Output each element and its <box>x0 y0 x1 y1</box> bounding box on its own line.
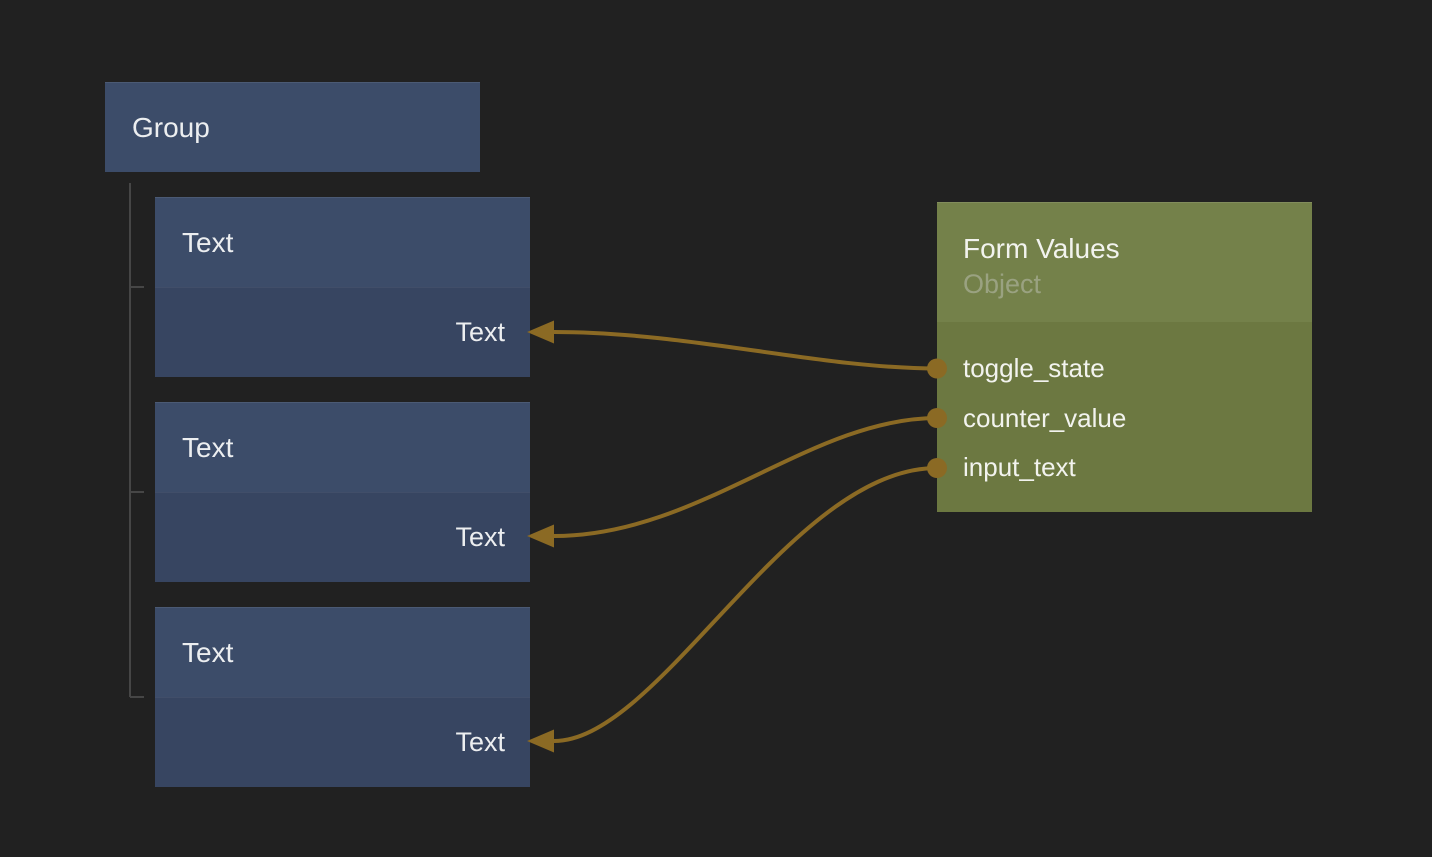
text-node-3[interactable]: Text Text <box>155 607 530 787</box>
form-values-node[interactable]: Form Values Object toggle_state counter_… <box>937 202 1312 512</box>
output-port-row-toggle-state[interactable]: toggle_state <box>937 344 1312 394</box>
output-port-label-input-text: input_text <box>963 452 1076 483</box>
text-node-3-title: Text <box>182 636 234 668</box>
text-node-1[interactable]: Text Text <box>155 197 530 377</box>
output-port-row-input-text[interactable]: input_text <box>937 443 1312 493</box>
output-port-label-counter-value: counter_value <box>963 402 1127 433</box>
wire-counter-value-to-text-2[interactable] <box>553 416 938 538</box>
output-port-label-toggle-state: toggle_state <box>963 353 1105 384</box>
tree-connector <box>129 183 144 698</box>
arrowhead-icon-text-1-input <box>527 320 554 344</box>
arrowhead-icon-text-3-input <box>527 729 554 753</box>
form-values-node-title: Form Values <box>963 232 1120 264</box>
group-node[interactable]: Group <box>105 82 480 172</box>
form-values-node-subtitle: Object <box>963 268 1042 299</box>
text-node-2[interactable]: Text Text <box>155 402 530 582</box>
wire-toggle-state-to-text-1[interactable] <box>553 330 938 371</box>
text-node-2-input-port-label[interactable]: Text <box>455 522 505 552</box>
arrowhead-icon-text-2-input <box>527 524 554 548</box>
group-node-title: Group <box>132 111 210 143</box>
text-node-3-input-port-label[interactable]: Text <box>455 727 505 757</box>
text-node-1-input-port-label[interactable]: Text <box>455 317 505 347</box>
text-node-1-title: Text <box>182 226 234 258</box>
text-node-2-title: Text <box>182 431 234 463</box>
wire-input-text-to-text-3[interactable] <box>553 466 938 743</box>
output-port-row-counter-value[interactable]: counter_value <box>937 394 1312 444</box>
